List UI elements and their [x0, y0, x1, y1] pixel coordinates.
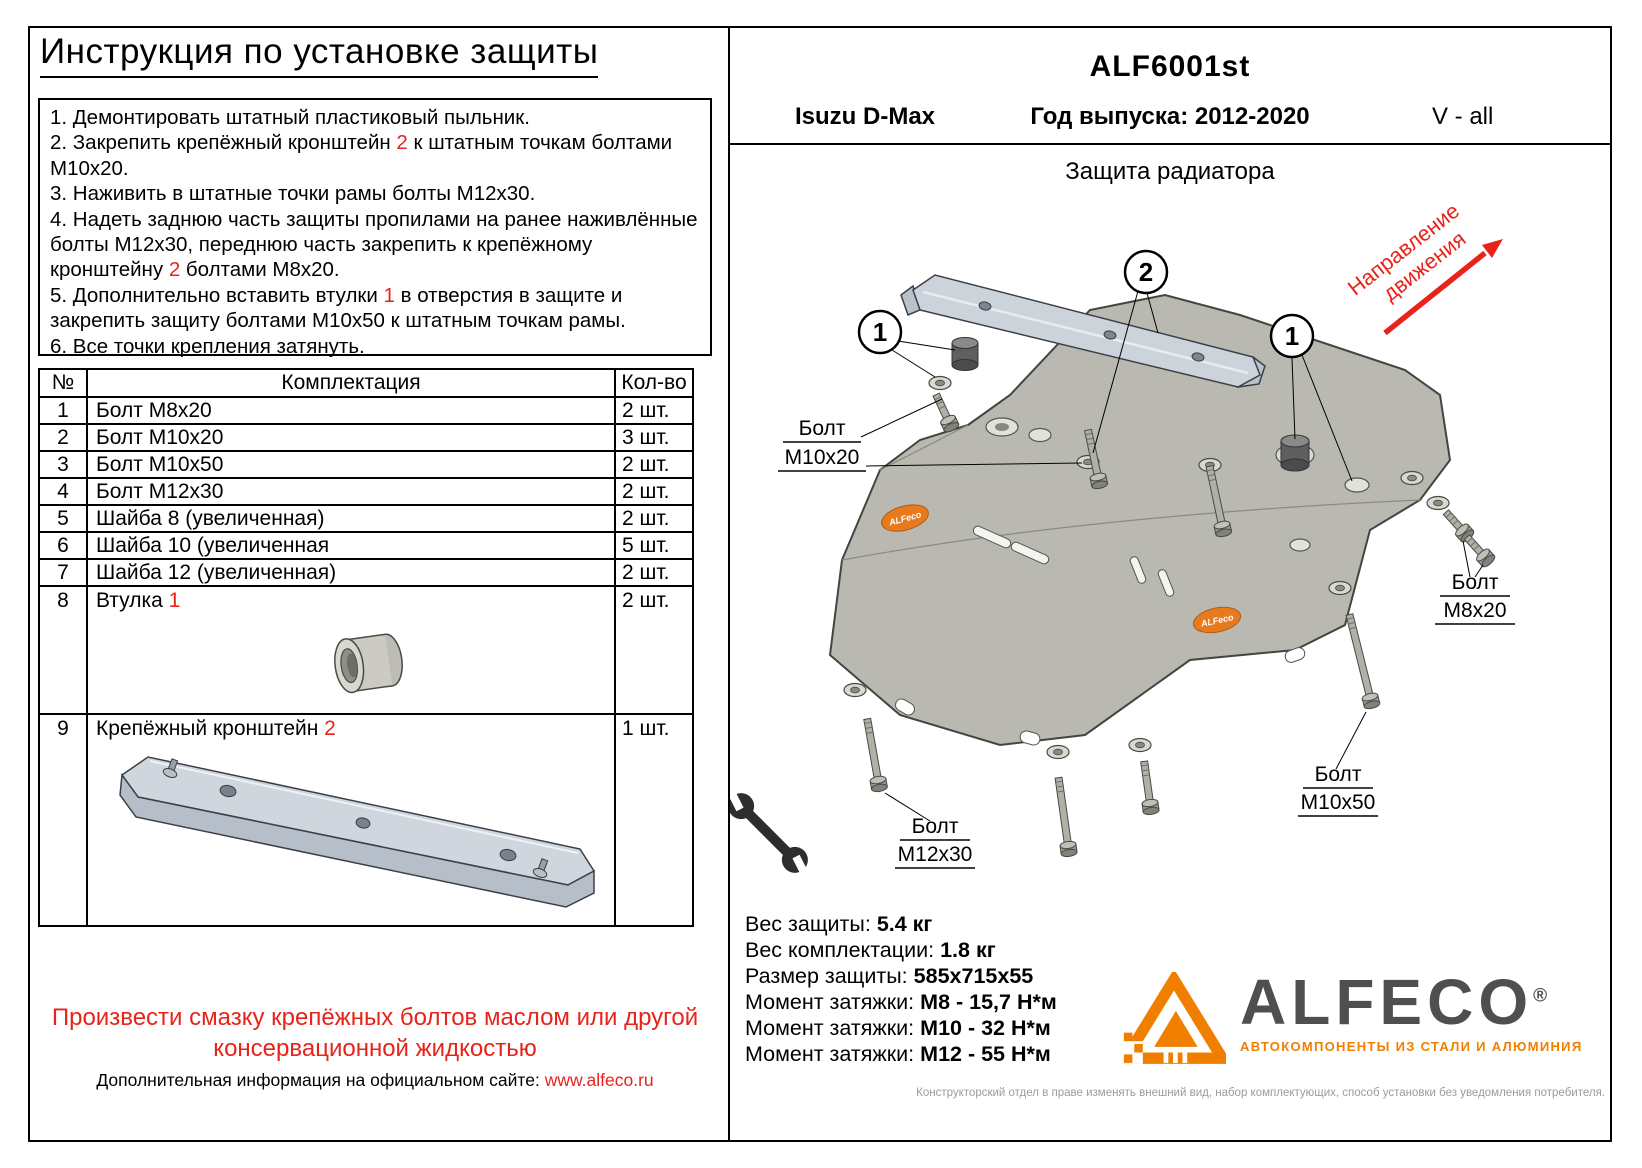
table-row-bracket: 9 Крепёжный кронштейн 2 — [38, 713, 694, 927]
instruction-item-5: 5. Дополнительно вставить втулки 1 в отв… — [50, 283, 626, 333]
installation-diagram: ALFeco ALFeco — [730, 199, 1515, 877]
ref-number: 1 — [168, 589, 181, 612]
svg-text:М10х50: М10х50 — [1301, 791, 1376, 814]
table-row: 2 Болт М10х20 3 шт. — [38, 423, 694, 452]
direction-label: Направление движения — [1343, 199, 1470, 306]
specs-block: Вес защиты:5.4 кг Вес комплектации:1.8 к… — [745, 912, 1057, 1068]
spec-torque-m8: Момент затяжки:М8 - 15,7 Н*м — [745, 990, 1057, 1014]
footer-text: Дополнительная информация на официальном… — [96, 1070, 545, 1090]
bolt-icons — [863, 392, 1498, 859]
bracket-screw-icon — [162, 758, 179, 778]
table-row: 6 Шайба 10 (увеличенная 5 шт. — [38, 531, 694, 560]
lubrication-warning: Произвести смазку крепёжных болтов масло… — [51, 1004, 699, 1062]
callout-bolt-m10x20: Болт М10х20 — [778, 398, 1083, 472]
svg-text:Болт: Болт — [1452, 571, 1499, 594]
spec-size: Размер защиты:585х715х55 — [745, 964, 1034, 988]
table-row: 5 Шайба 8 (увеличенная) 2 шт. — [38, 504, 694, 533]
instruction-item-1: 1. Демонтировать штатный пластиковый пыл… — [50, 106, 530, 129]
header-divider — [730, 143, 1610, 145]
instructions-box: 1. Демонтировать штатный пластиковый пыл… — [38, 98, 712, 358]
brand-reg-mark: ® — [1533, 985, 1548, 1007]
page-title: Инструкция по установке защиты — [40, 32, 599, 78]
ref-number: 1 — [383, 283, 395, 307]
alfeco-logo-icon — [1122, 972, 1226, 1064]
svg-text:1: 1 — [873, 317, 887, 347]
brand-logo: ALFECO® АВТОКОМПОНЕНТЫ ИЗ СТАЛИ И АЛЮМИН… — [1122, 970, 1583, 1064]
brand-tagline: АВТОКОМПОНЕНТЫ ИЗ СТАЛИ И АЛЮМИНИЯ — [1240, 1038, 1583, 1054]
table-row: 4 Болт М12х30 2 шт. — [38, 477, 694, 506]
spec-torque-m12: Момент затяжки:М12 - 55 Н*м — [745, 1042, 1051, 1066]
bushing-image — [334, 633, 403, 694]
callout-bolt-m8x20: Болт М8х20 — [1435, 540, 1515, 625]
footer-note: Дополнительная информация на официальном… — [38, 1070, 712, 1091]
table-header-row: № Комплектация Кол-во — [38, 368, 694, 398]
spacer-bushing-left — [951, 337, 979, 371]
parts-table: № Комплектация Кол-во 1 Болт М8х20 2 шт.… — [38, 368, 694, 927]
svg-text:М10х20: М10х20 — [785, 446, 860, 469]
plate-logo-badge: ALFeco — [881, 504, 929, 532]
bracket-screw-icon — [532, 858, 549, 878]
ref-number: 2 — [168, 258, 181, 282]
svg-text:Болт: Болт — [799, 417, 846, 440]
bracket-image — [119, 756, 596, 908]
spec-kit-weight: Вес комплектации:1.8 кг — [745, 938, 996, 962]
instruction-item-3: 3. Наживить в штатные точки рамы болты М… — [50, 182, 536, 206]
table-row: 7 Шайба 12 (увеличенная) 2 шт. — [38, 558, 694, 587]
site-link[interactable]: www.alfeco.ru — [544, 1070, 654, 1090]
column-divider — [728, 26, 730, 1142]
callout-circle-1-right: 1 — [1269, 313, 1353, 482]
col-header-name: Комплектация — [86, 368, 616, 398]
table-row: 1 Болт М8х20 2 шт. — [38, 396, 694, 425]
svg-text:Болт: Болт — [1315, 763, 1362, 786]
table-row: 3 Болт М10х50 2 шт. — [38, 450, 694, 479]
vehicle-model: Isuzu D-Max — [795, 103, 936, 130]
svg-text:М12х30: М12х30 — [898, 843, 973, 866]
brand-text: ALFECO® АВТОКОМПОНЕНТЫ ИЗ СТАЛИ И АЛЮМИН… — [1240, 970, 1583, 1054]
svg-text:2: 2 — [1139, 257, 1153, 287]
spec-torque-m10: Момент затяжки:М10 - 32 Н*м — [745, 1016, 1051, 1040]
svg-text:Болт: Болт — [912, 815, 959, 838]
page-border — [28, 26, 1612, 1142]
callout-circle-1-left: 1 — [857, 309, 956, 378]
table-row-bushing: 8 Втулка 1 — [38, 585, 694, 715]
disclaimer-text: Конструкторский отдел в праве изменять в… — [916, 1087, 1605, 1099]
production-years: Год выпуска: 2012-2020 — [1030, 103, 1310, 130]
callout-circle-2: 2 — [1092, 249, 1169, 454]
ref-number: 2 — [396, 131, 408, 155]
part-code: ALF6001st — [1089, 50, 1251, 83]
instruction-item-4: 4. Надеть заднюю часть защиты пропилами … — [50, 207, 698, 282]
svg-text:1: 1 — [1285, 321, 1299, 351]
instruction-item-6: 6. Все точки крепления затянуть. — [50, 334, 365, 358]
wrench-icon — [730, 789, 809, 877]
brand-name: ALFECO — [1240, 966, 1534, 1038]
callout-bolt-m10x50: Болт М10х50 — [1298, 711, 1378, 817]
col-header-num: № — [38, 368, 88, 398]
svg-text:М8х20: М8х20 — [1443, 599, 1506, 622]
engine-variant: V - all — [1432, 103, 1494, 130]
mounting-bracket-bar — [900, 274, 1266, 388]
callout-bolt-m12x30: Болт М12х30 — [884, 792, 975, 869]
radiator-plate: ALFeco ALFeco — [828, 293, 1452, 747]
spacer-bushing-right — [1280, 434, 1310, 472]
col-header-qty: Кол-во — [614, 368, 694, 398]
plate-logo-badge: ALFeco — [1192, 606, 1242, 634]
spec-weight: Вес защиты:5.4 кг — [745, 912, 933, 936]
ref-number: 2 — [324, 717, 336, 740]
diagram-title: Защита радиатора — [1065, 158, 1275, 185]
direction-arrow: Направление движения — [1343, 199, 1503, 336]
instruction-item-2: 2. Закрепить крепёжный кронштейн 2 к шта… — [50, 131, 673, 180]
